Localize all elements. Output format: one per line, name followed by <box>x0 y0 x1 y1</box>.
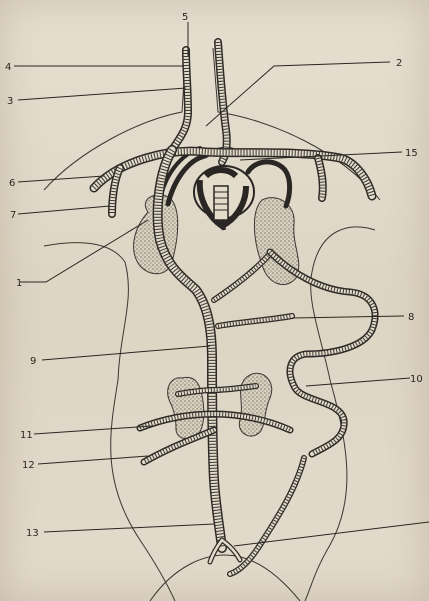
label-3: 3 <box>7 96 13 107</box>
vessel-neck-right <box>218 42 227 162</box>
label-9: 9 <box>30 356 36 367</box>
vessel-mid-branch <box>218 316 292 326</box>
label-12: 12 <box>22 460 35 471</box>
vessel-hepatic <box>214 256 268 300</box>
label-10: 10 <box>410 374 423 385</box>
label-13: 13 <box>26 528 39 539</box>
label-7: 7 <box>10 210 16 221</box>
vessel-arm-right <box>318 158 323 198</box>
label-5: 5 <box>182 12 188 23</box>
vessel-neck-left <box>172 50 188 150</box>
vessels <box>94 42 375 574</box>
heart <box>194 166 254 230</box>
label-4: 4 <box>5 62 11 73</box>
label-2: 2 <box>396 58 402 69</box>
vessel-arm-left <box>112 168 120 214</box>
label-1: 1 <box>16 278 22 289</box>
label-11: 11 <box>20 430 33 441</box>
label-8: 8 <box>408 312 414 323</box>
label-6: 6 <box>9 178 15 189</box>
label-15: 15 <box>405 148 418 159</box>
